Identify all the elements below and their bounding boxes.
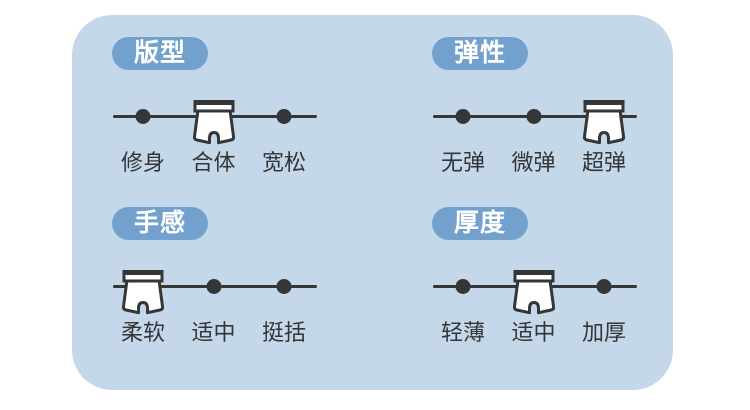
scale-label: 适中 — [191, 320, 236, 345]
boxer-briefs-icon — [118, 269, 168, 315]
hand-feel-labels: 柔软 适中 挺括 — [113, 320, 317, 346]
fit-badge-label: 版型 — [133, 39, 186, 67]
hand-feel-badge-label: 手感 — [133, 209, 186, 237]
elasticity-labels: 无弹 微弹 超弹 — [433, 150, 637, 176]
thickness-badge-label: 厚度 — [453, 209, 506, 237]
attribute-panel-elasticity: 弹性 无弹 微弹 超弹 — [432, 37, 672, 187]
scale-label: 柔软 — [120, 320, 166, 345]
scale-dot — [206, 278, 221, 294]
boxer-briefs-icon — [509, 269, 559, 315]
attribute-panel-fit: 版型 修身 合体 宽松 — [112, 37, 352, 187]
fit-badge: 版型 — [112, 37, 208, 70]
scale-label: 挺括 — [261, 320, 307, 345]
thickness-badge: 厚度 — [432, 207, 528, 240]
scale-dot — [596, 278, 612, 294]
elasticity-badge: 弹性 — [432, 37, 528, 70]
scale-dot — [276, 108, 292, 124]
boxer-briefs-icon — [189, 99, 239, 145]
attributes-card: 版型 修身 合体 宽松 弹性 — [72, 15, 673, 390]
scale-label: 宽松 — [261, 150, 307, 175]
fit-labels: 修身 合体 宽松 — [113, 150, 317, 176]
scale-dot — [455, 278, 471, 294]
scale-label: 无弹 — [440, 150, 486, 175]
attribute-panel-hand-feel: 手感 柔软 适中 挺括 — [112, 207, 352, 357]
elasticity-scale — [433, 95, 637, 139]
boxer-briefs-icon — [579, 99, 629, 145]
scale-dot — [526, 108, 541, 124]
scale-label: 加厚 — [581, 320, 627, 345]
attribute-panel-thickness: 厚度 轻薄 适中 加厚 — [432, 207, 672, 357]
scale-label: 合体 — [191, 150, 236, 175]
thickness-scale — [433, 265, 637, 309]
hand-feel-scale — [113, 265, 317, 309]
scale-label: 轻薄 — [440, 320, 486, 345]
scale-label: 超弹 — [581, 150, 627, 175]
scale-label: 适中 — [511, 320, 556, 345]
thickness-labels: 轻薄 适中 加厚 — [433, 320, 637, 346]
fit-scale — [113, 95, 317, 139]
scale-dot — [276, 278, 292, 294]
elasticity-badge-label: 弹性 — [453, 39, 506, 67]
scale-dot — [135, 108, 151, 124]
hand-feel-badge: 手感 — [112, 207, 208, 240]
scale-label: 修身 — [120, 150, 166, 175]
scale-dot — [455, 108, 471, 124]
scale-label: 微弹 — [511, 150, 556, 175]
